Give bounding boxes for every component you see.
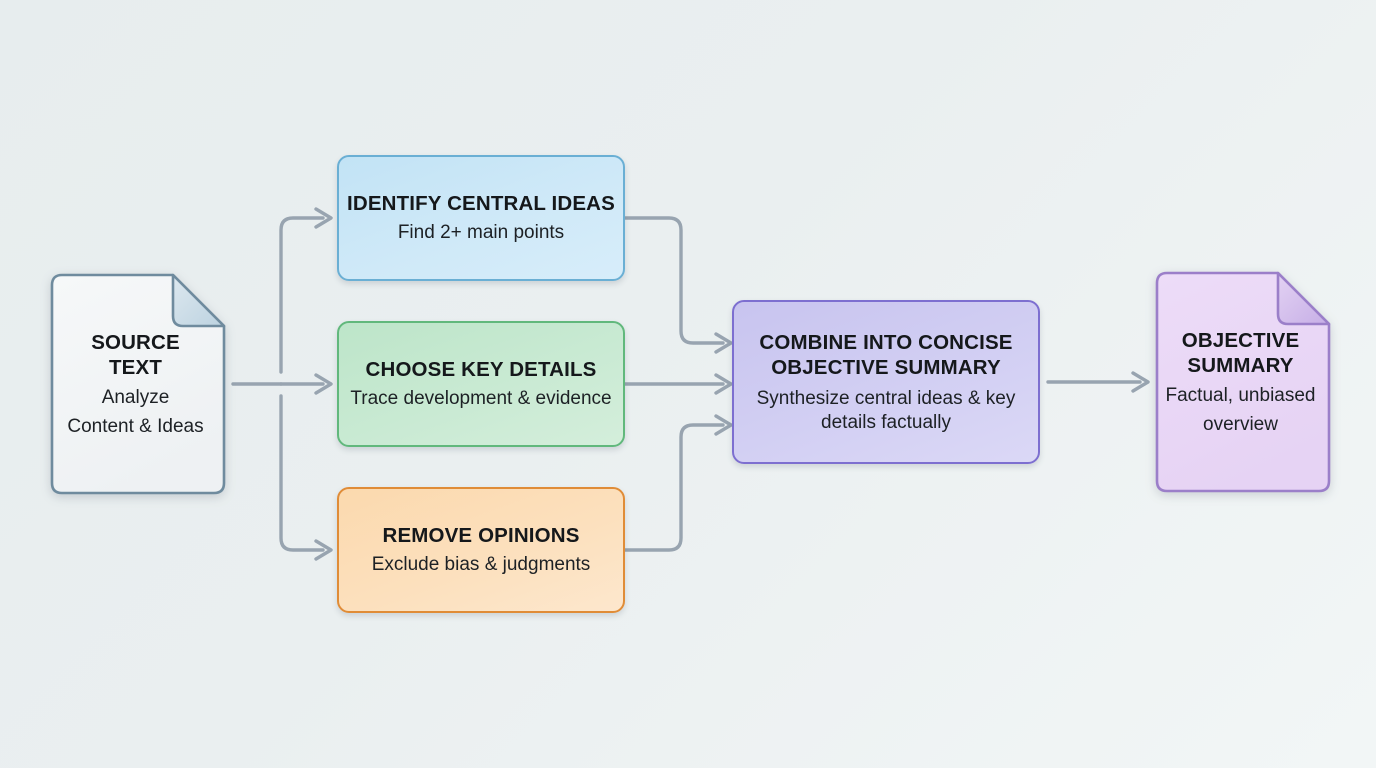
remove-opinions-title: REMOVE OPINIONS <box>382 523 580 547</box>
choose-key-details-title: CHOOSE KEY DETAILS <box>365 357 597 381</box>
objective-summary-title-line1: OBJECTIVE <box>1181 328 1300 352</box>
node-combine-into-concise-objective-summary[interactable]: COMBINE INTO CONCISE OBJECTIVE SUMMARY S… <box>732 300 1040 464</box>
source-text-subtitle-line1: Analyze <box>101 386 170 408</box>
arrowhead-combine-bottom <box>714 414 733 436</box>
node-remove-opinions[interactable]: REMOVE OPINIONS Exclude bias & judgments <box>337 487 625 613</box>
node-objective-summary[interactable]: OBJECTIVE SUMMARY Factual, unbiased over… <box>1148 269 1333 495</box>
edge-opinions-to-combine <box>623 423 725 552</box>
node-choose-key-details[interactable]: CHOOSE KEY DETAILS Trace development & e… <box>337 321 625 447</box>
source-text-document-shape <box>50 273 226 495</box>
identify-central-ideas-subtitle: Find 2+ main points <box>397 222 565 244</box>
choose-key-details-subtitle: Trace development & evidence <box>350 388 612 410</box>
source-text-subtitle-line2: Content & Ideas <box>67 415 204 437</box>
source-text-title-line2: TEXT <box>109 356 162 380</box>
edge-trunk-vertical <box>279 216 325 374</box>
arrowhead-to-remove-opinions <box>314 539 333 561</box>
edge-trunk-vertical-lower <box>279 394 325 552</box>
node-source-text[interactable]: SOURCE TEXT Analyze Content & Ideas <box>43 271 228 497</box>
arrowhead-to-choose-key-details <box>314 373 333 395</box>
node-identify-central-ideas[interactable]: IDENTIFY CENTRAL IDEAS Find 2+ main poin… <box>337 155 625 281</box>
objective-summary-subtitle-line2: overview <box>1203 413 1278 435</box>
edge-identify-to-combine <box>623 216 725 345</box>
remove-opinions-subtitle: Exclude bias & judgments <box>371 554 591 576</box>
identify-central-ideas-title: IDENTIFY CENTRAL IDEAS <box>347 191 615 215</box>
arrowhead-combine-middle <box>714 373 733 395</box>
objective-summary-document-shape <box>1155 271 1331 493</box>
objective-summary-title-line2: SUMMARY <box>1187 354 1294 378</box>
arrowhead-combine-top <box>714 332 733 354</box>
combine-subtitle: Synthesize central ideas & key details f… <box>756 387 1016 433</box>
arrowhead-to-objective-summary <box>1131 371 1150 393</box>
source-text-title-line1: SOURCE <box>91 330 180 354</box>
combine-title: COMBINE INTO CONCISE OBJECTIVE SUMMARY <box>759 330 1013 380</box>
objective-summary-subtitle-line1: Factual, unbiased <box>1165 384 1316 406</box>
arrowhead-to-identify-central-ideas <box>314 207 333 229</box>
